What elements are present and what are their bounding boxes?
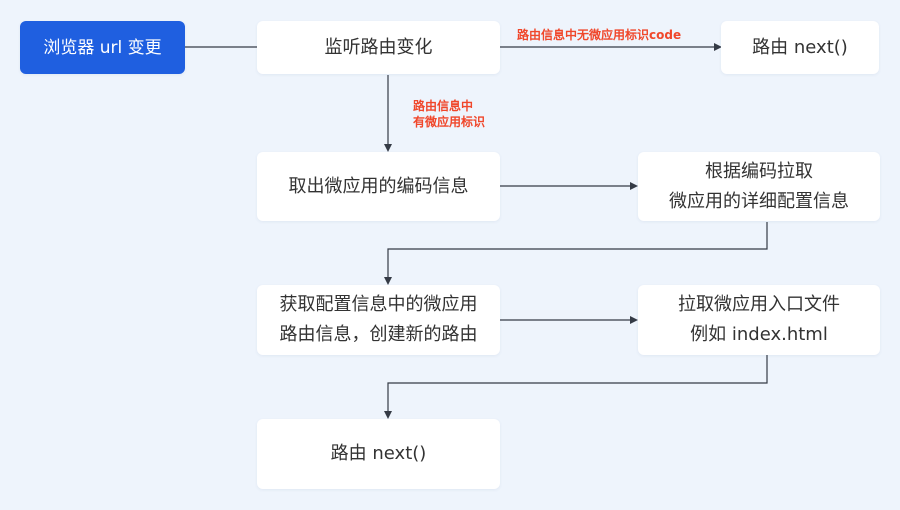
node-browser-url-change: 浏览器 url 变更	[20, 21, 185, 74]
node-label: 监听路由变化	[324, 36, 433, 58]
edge-label-has-app-flag: 路由信息中 有微应用标识	[413, 99, 486, 129]
node-route-next-top: 路由 next()	[721, 21, 879, 74]
edge-label-no-app-flag: 路由信息中无微应用标识code	[517, 28, 682, 42]
node-label: 取出微应用的编码信息	[288, 175, 469, 197]
arrowhead-create-route	[384, 277, 392, 285]
edge-fetch-entry-to-next-bottom	[387, 355, 768, 411]
arrowhead-extract	[384, 144, 392, 152]
node-route-next-bottom: 路由 next()	[257, 419, 500, 489]
arrowhead-fetch-config	[630, 182, 638, 190]
node-label: 根据编码拉取 微应用的详细配置信息	[669, 160, 849, 212]
node-label: 路由 next()	[752, 36, 848, 58]
node-label: 浏览器 url 变更	[43, 37, 162, 58]
node-label: 拉取微应用入口文件 例如 index.html	[678, 294, 840, 345]
node-extract-app-code: 取出微应用的编码信息	[257, 152, 500, 221]
node-fetch-entry-file: 拉取微应用入口文件 例如 index.html	[638, 285, 880, 355]
arrowhead-fetch-entry	[630, 316, 638, 324]
node-fetch-app-config: 根据编码拉取 微应用的详细配置信息	[638, 152, 880, 221]
arrowhead-next-top	[714, 43, 722, 51]
node-listen-route-change: 监听路由变化	[257, 21, 500, 74]
node-label: 路由 next()	[330, 443, 427, 464]
arrowhead-next-bottom	[384, 411, 392, 419]
edge-fetch-config-to-create-route	[387, 222, 768, 277]
node-create-route: 获取配置信息中的微应用 路由信息，创建新的路由	[257, 285, 500, 355]
node-label: 获取配置信息中的微应用 路由信息，创建新的路由	[279, 294, 478, 345]
